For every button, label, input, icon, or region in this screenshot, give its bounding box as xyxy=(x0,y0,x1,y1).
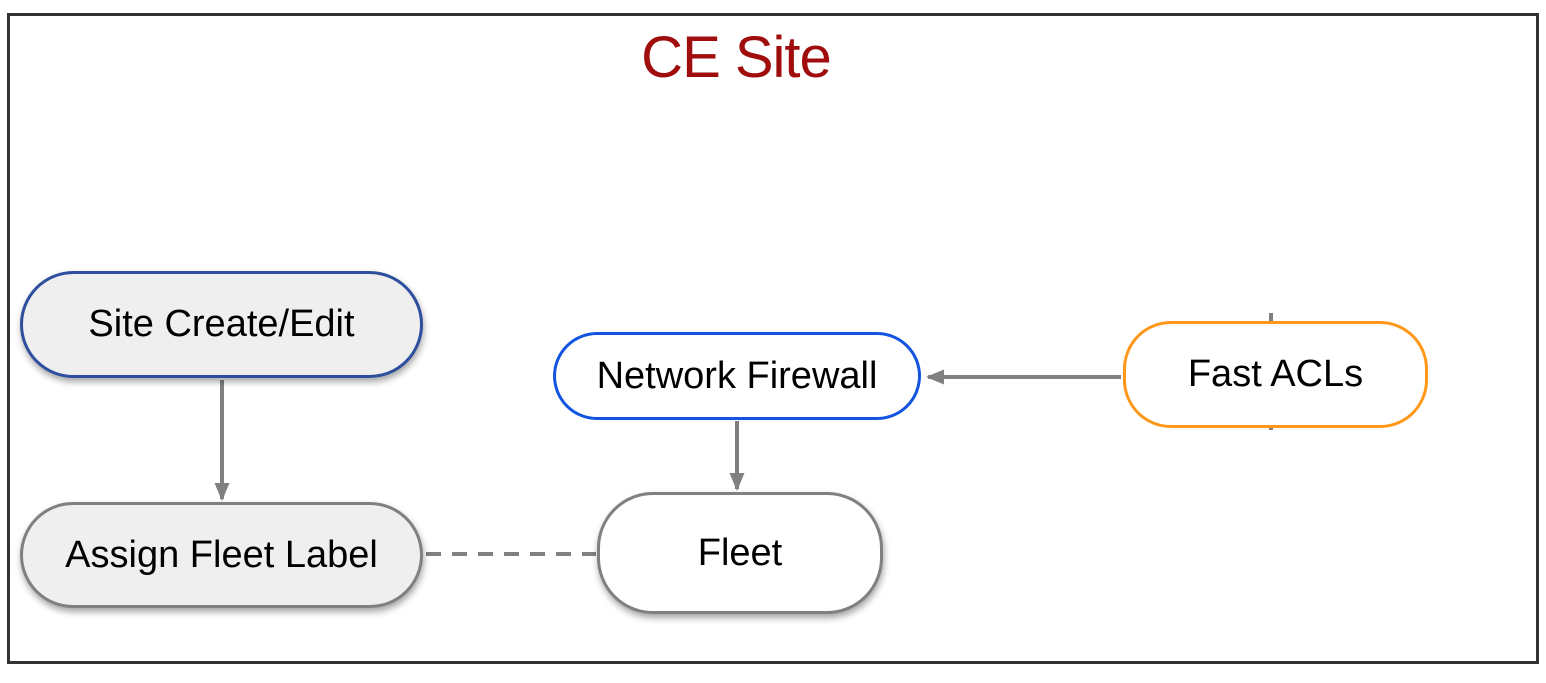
node-fleet-label: Fleet xyxy=(697,531,783,574)
node-assign-fleet-label[interactable]: Assign Fleet Label xyxy=(20,502,423,608)
node-network-firewall[interactable]: Network Firewall xyxy=(553,332,921,420)
node-network-firewall-label: Network Firewall xyxy=(596,354,878,397)
node-site-create-edit[interactable]: Site Create/Edit xyxy=(20,271,423,378)
diagram-title: CE Site xyxy=(641,25,832,90)
node-fast-acls[interactable]: Fast ACLs xyxy=(1123,321,1428,428)
node-site-create-edit-label: Site Create/Edit xyxy=(88,303,355,345)
node-fast-acls-label: Fast ACLs xyxy=(1187,353,1364,395)
diagram-border xyxy=(7,13,1539,664)
node-fleet[interactable]: Fleet xyxy=(597,492,883,614)
node-assign-fleet-label-label: Assign Fleet Label xyxy=(65,533,378,576)
